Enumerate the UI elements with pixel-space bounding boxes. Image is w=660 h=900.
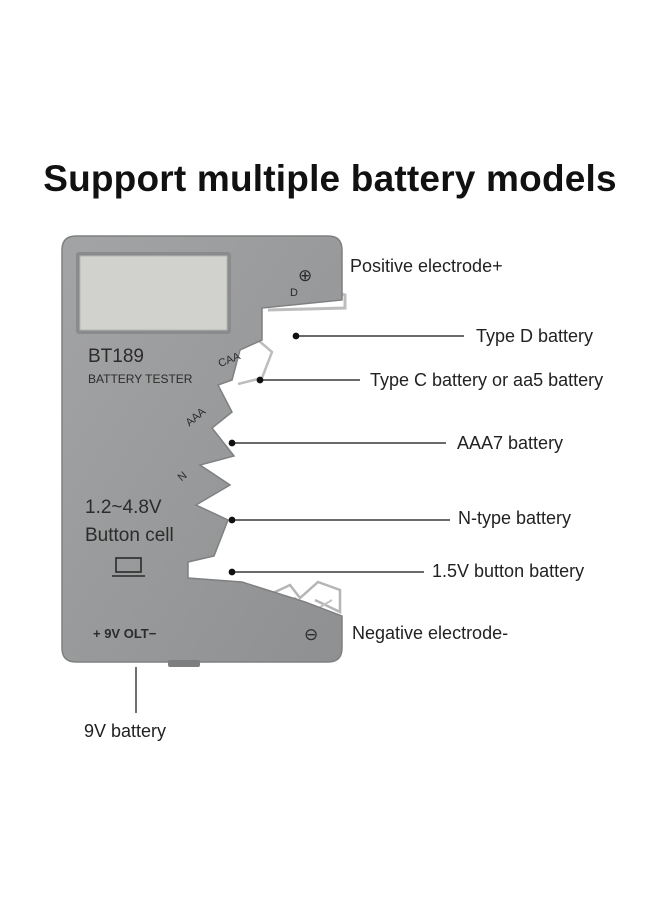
- negative-symbol: ⊖: [304, 625, 318, 644]
- n-type-callout: N-type battery: [458, 508, 572, 528]
- subtitle-label: BATTERY TESTER: [88, 372, 193, 386]
- button-cell-label: Button cell: [85, 525, 174, 546]
- nine-volt-connector: [168, 660, 200, 667]
- callout-leaders: [135, 332, 464, 713]
- type-c-callout: Type C battery or aa5 battery: [370, 370, 604, 390]
- button-battery-callout: 1.5V button battery: [432, 561, 585, 581]
- aaa7-callout: AAA7 battery: [457, 433, 564, 453]
- positive-symbol: ⊕: [298, 266, 312, 285]
- device-body: [61, 235, 343, 663]
- negative-electrode-callout: Negative electrode-: [352, 623, 509, 643]
- nine-volt-device-label: + 9V OLT−: [93, 626, 157, 641]
- voltage-range-label: 1.2~4.8V: [85, 497, 162, 518]
- positive-electrode-callout: Positive electrode+: [350, 256, 503, 276]
- button-cell-icon: [112, 557, 145, 577]
- headline: Support multiple battery models: [43, 158, 617, 199]
- slot-d-label: D: [290, 287, 298, 299]
- model-label: BT189: [88, 346, 144, 367]
- type-d-callout: Type D battery: [476, 326, 594, 346]
- nine-volt-callout: 9V battery: [84, 721, 167, 741]
